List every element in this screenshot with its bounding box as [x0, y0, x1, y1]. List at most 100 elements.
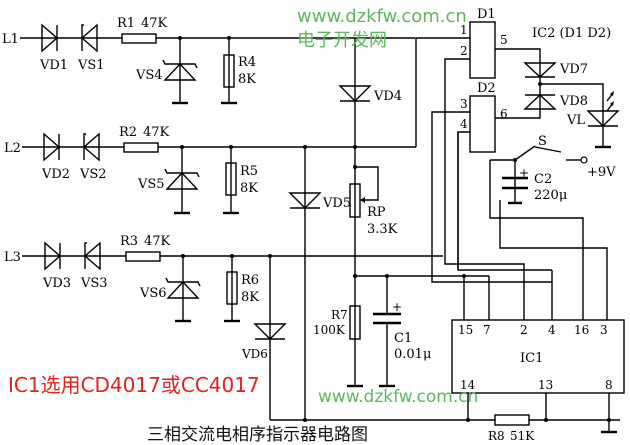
phase-l1-branch: L1 VD1 VS1 R1 47K VS4 R4 8K — [2, 16, 415, 105]
ic1-pin-15: 15 — [458, 323, 473, 337]
label-r4: R4 — [238, 55, 256, 70]
ic1-pin-2: 2 — [520, 323, 528, 337]
label-vl: VL — [566, 113, 585, 128]
diode-vd8 — [523, 94, 557, 110]
watermark-site-name: 电子开发网 — [297, 30, 387, 51]
label-vd6: VD6 — [241, 347, 268, 361]
label-r3-value: 47K — [144, 234, 171, 249]
zener-vs2 — [82, 132, 100, 162]
label-vs5: VS5 — [137, 177, 165, 192]
label-vd2: VD2 — [41, 167, 70, 182]
ic1-pin-4: 4 — [548, 323, 556, 337]
label-r2: R2 — [119, 125, 137, 140]
label-vd5: VD5 — [322, 196, 351, 211]
input-label-l2: L2 — [4, 141, 21, 156]
label-vs6: VS6 — [139, 286, 167, 301]
diode-vd3 — [44, 241, 62, 271]
diode-vd1 — [41, 23, 59, 53]
supply-terminal — [580, 156, 588, 164]
label-vs3: VS3 — [80, 276, 108, 291]
zener-vs5 — [164, 168, 200, 190]
diagram-title: 三相交流电相序指示器电路图 — [147, 425, 368, 445]
label-r2-value: 47K — [143, 125, 170, 140]
led-vl — [586, 91, 620, 127]
phase-l3-branch: L3 VD3 VS3 R3 47K VS6 R6 8K — [4, 234, 443, 323]
ic1-pin-7: 7 — [483, 323, 491, 337]
c2-polarity: + — [519, 166, 529, 180]
label-d2: D2 — [477, 81, 496, 96]
d2-pin-6: 6 — [500, 107, 508, 121]
gate-d2 — [469, 95, 496, 153]
label-r6-value: 8K — [241, 290, 259, 305]
diode-vd2 — [43, 132, 61, 162]
c1-polarity: + — [392, 300, 402, 314]
resistor-r7 — [349, 305, 361, 340]
diode-vd7 — [523, 62, 557, 78]
diode-vd4 — [338, 85, 372, 102]
input-label-l1: L1 — [2, 32, 19, 47]
label-r4-value: 8K — [238, 72, 256, 87]
label-r6: R6 — [241, 273, 259, 288]
label-r8-value: 51K — [510, 429, 535, 443]
label-ic1: IC1 — [520, 351, 543, 366]
label-rp-value: 3.3K — [367, 222, 398, 237]
label-vd4: VD4 — [373, 89, 402, 104]
diode-vd6 — [253, 323, 287, 340]
label-c2: C2 — [534, 172, 552, 187]
label-c2-value: 220μ — [534, 188, 567, 203]
label-r1-value: 47K — [141, 16, 168, 31]
label-r7: R7 — [331, 308, 348, 322]
resistor-r1 — [121, 33, 157, 44]
label-supply: +9V — [587, 165, 616, 180]
d1-pin-5: 5 — [500, 33, 508, 47]
label-r8: R8 — [488, 429, 505, 443]
gate-d1 — [469, 21, 496, 79]
zener-vs4 — [162, 59, 198, 81]
label-r1: R1 — [117, 16, 135, 31]
potentiometer-rp — [349, 183, 361, 218]
label-vs4: VS4 — [135, 68, 163, 83]
zener-vs3 — [83, 241, 101, 271]
label-c1-value: 0.01μ — [394, 347, 431, 362]
diode-vd5 — [288, 192, 322, 209]
resistor-r3 — [125, 251, 161, 262]
d1-pin-2: 2 — [460, 44, 468, 58]
label-d1: D1 — [477, 7, 496, 22]
phase-l2-branch: L2 VD2 VS2 R2 47K VS5 R5 8K — [4, 125, 416, 215]
label-r5: R5 — [240, 164, 258, 179]
resistor-r4 — [223, 54, 235, 88]
label-c1: C1 — [394, 331, 412, 346]
zener-vs6 — [165, 277, 201, 299]
label-r7-value: 100K — [313, 323, 346, 337]
watermark-url-bottom: www.dzkfw.com.cn — [318, 387, 478, 407]
ic1-pin-8: 8 — [605, 378, 613, 392]
watermark-url-top: www.dzkfw.com.cn — [297, 6, 467, 27]
resistor-r6 — [226, 271, 238, 305]
d2-pin-4: 4 — [460, 117, 468, 131]
zener-vs1 — [80, 23, 98, 53]
label-vd3: VD3 — [42, 276, 71, 291]
d1-pin-1: 1 — [460, 23, 468, 37]
ic1-pin-16: 16 — [574, 323, 589, 337]
resistor-r2 — [123, 142, 159, 153]
label-ic2: IC2 (D1 D2) — [532, 26, 611, 41]
ic-selection-note: IC1选用CD4017或CC4017 — [8, 373, 260, 397]
ic1-pin-14: 14 — [460, 378, 476, 392]
ic1-pin-13: 13 — [538, 378, 553, 392]
input-label-l3: L3 — [4, 250, 21, 265]
label-vd1: VD1 — [39, 58, 68, 73]
d2-pin-3: 3 — [460, 97, 468, 111]
switch-s — [534, 146, 562, 153]
label-rp: RP — [367, 205, 386, 220]
label-vd8: VD8 — [559, 94, 588, 109]
label-r3: R3 — [120, 234, 138, 249]
resistor-r8 — [494, 414, 530, 426]
ic1-chip — [451, 319, 625, 394]
capacitor-c1 — [373, 312, 401, 325]
label-vd7: VD7 — [559, 62, 588, 77]
label-switch-s: S — [538, 134, 547, 149]
ic1-pin-3: 3 — [600, 323, 608, 337]
label-r5-value: 8K — [240, 181, 258, 196]
